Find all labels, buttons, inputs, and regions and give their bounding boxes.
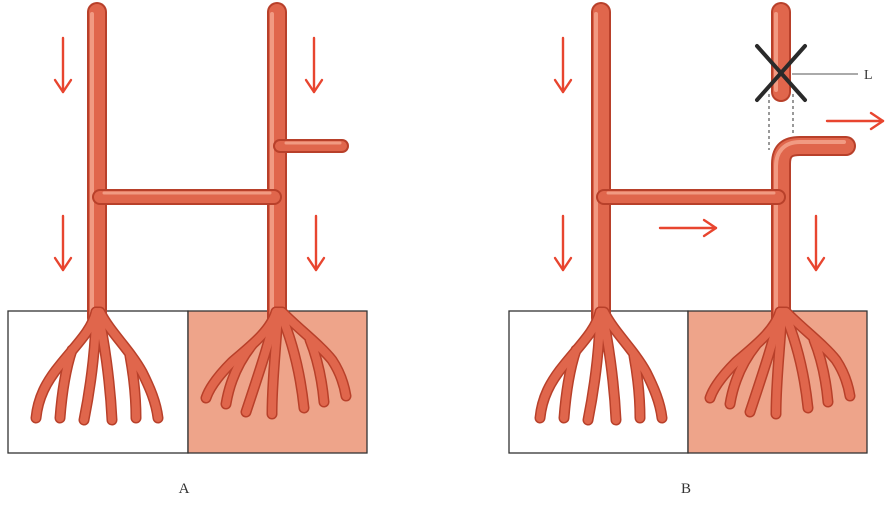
flow-arrow-down-icon xyxy=(306,38,322,92)
panel-a: A xyxy=(8,12,367,497)
flow-arrow-down-icon xyxy=(55,216,71,270)
flow-arrow-down-icon xyxy=(808,216,824,270)
flow-arrow-down-icon xyxy=(308,216,324,270)
flow-arrow-down-icon xyxy=(555,38,571,92)
artery-right-a xyxy=(272,12,277,318)
side-branch-a xyxy=(280,143,342,146)
panel-b: L B xyxy=(509,12,883,497)
flow-arrow-right-icon xyxy=(660,220,716,236)
panel-label-a: A xyxy=(179,481,190,497)
ligature-label: L xyxy=(864,68,873,83)
flow-arrow-right-icon xyxy=(827,113,883,129)
cross-vessel-a xyxy=(100,193,274,197)
panel-label-b: B xyxy=(681,481,691,497)
artery-right-b xyxy=(776,142,846,318)
artery-left-a xyxy=(92,12,97,318)
flow-arrow-down-icon xyxy=(555,216,571,270)
artery-left-b xyxy=(596,12,601,318)
cross-vessel-b xyxy=(604,193,778,197)
flow-arrow-down-icon xyxy=(55,38,71,92)
